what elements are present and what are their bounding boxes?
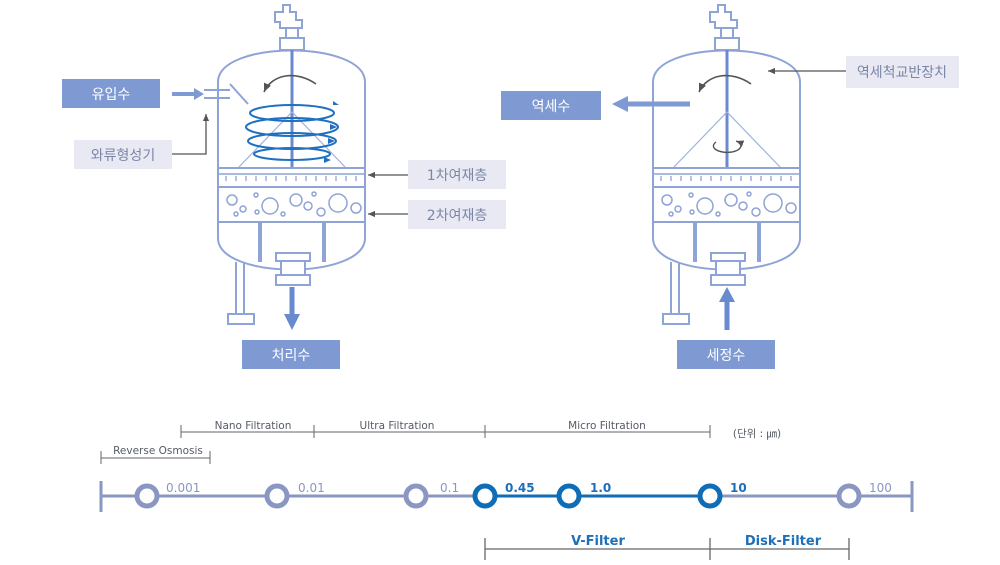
svg-text:처리수: 처리수 [272,348,311,364]
svg-text:역세척교반장치: 역세척교반장치 [857,65,947,81]
right-vessel [652,4,801,330]
svg-text:1.0: 1.0 [590,481,611,495]
tick-001: 0.01 [264,481,325,509]
ultra-filtration-label: Ultra Filtration [360,420,435,432]
svg-text:세정수: 세정수 [707,348,746,364]
tick-045: 0.45 [472,481,535,509]
svg-text:역세수: 역세수 [532,99,571,115]
svg-text:100: 100 [869,481,892,495]
filtration-scale: Nano Filtration Ultra Filtration Micro F… [99,420,914,560]
tick-10: 1.0 [556,481,611,509]
unit-label: (단위 : ㎛) [733,427,781,440]
agitator-label: 역세척교반장치 [846,56,959,88]
backwash-label: 역세수 [501,91,601,120]
tick-10-um: 10 [697,481,747,509]
micro-filtration-label: Micro Filtration [568,420,646,432]
layer1-label: 1차여재층 [408,160,506,189]
svg-text:0.45: 0.45 [505,481,535,495]
tick-100: 100 [836,481,892,509]
v-filter-label: V-Filter [571,534,625,549]
left-vessel [204,4,366,330]
tick-01: 0.1 [403,481,459,509]
swirl-flow [245,104,339,161]
svg-text:유입수: 유입수 [92,87,131,103]
svg-text:와류형성기: 와류형성기 [91,148,155,164]
disk-filter-label: Disk-Filter [745,534,822,549]
svg-text:0.1: 0.1 [440,481,459,495]
svg-text:10: 10 [730,481,747,495]
svg-text:2차여재층: 2차여재층 [427,208,488,224]
nano-filtration-label: Nano Filtration [215,420,292,432]
layer2-label: 2차여재층 [408,200,506,229]
reverse-osmosis-label: Reverse Osmosis [113,445,203,457]
inlet-label: 유입수 [62,79,160,108]
svg-text:1차여재층: 1차여재층 [427,168,488,184]
svg-text:0.001: 0.001 [166,481,200,495]
wash-in-label: 세정수 [677,340,775,369]
outlet-label: 처리수 [242,340,340,369]
svg-text:0.01: 0.01 [298,481,325,495]
tick-0001: 0.001 [134,481,200,509]
vortex-label: 와류형성기 [74,140,172,169]
